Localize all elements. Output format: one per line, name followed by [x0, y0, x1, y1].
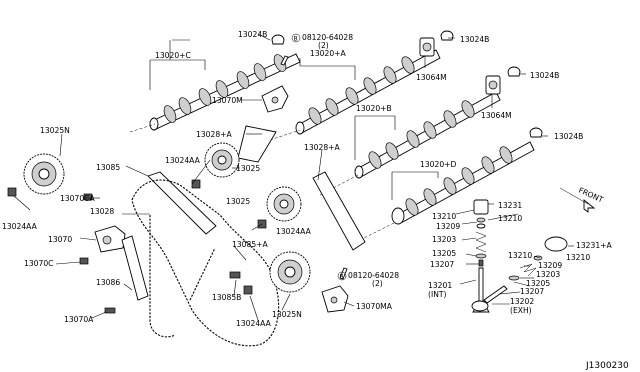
label-sprocket-3: 13025: [226, 197, 250, 206]
sprocket-13025N-left: [23, 153, 65, 195]
label-bolt-circle-1: B: [294, 36, 298, 43]
label-front: FRONT: [577, 186, 605, 205]
sprocket-13025-mid: [266, 186, 302, 222]
bracket-icon: [419, 37, 501, 95]
label-bracket-1: 13064M: [416, 73, 447, 82]
label-bolt-circle-2: B: [340, 274, 344, 281]
label-seal-4: 13210: [566, 253, 590, 262]
label-guide-3: 13028: [90, 207, 114, 216]
label-cam-low-right: 13020+D: [420, 160, 457, 169]
label-cap-1: 13024B: [238, 30, 267, 39]
label-bracket-2: 13064M: [481, 111, 512, 120]
timing-chain: [131, 179, 280, 347]
label-guide-2: 13028+A: [304, 143, 341, 152]
label-slack-guide: 13086: [96, 278, 120, 287]
label-seal-2: 13210: [498, 214, 522, 223]
label-bolt-1: 08120-64028: [302, 33, 353, 42]
label-cap-3: 13024B: [530, 71, 559, 80]
label-lifter-2: 13231+A: [576, 241, 613, 250]
tensioner-icon: [94, 225, 149, 314]
label-retainer-2: 13203: [536, 270, 560, 279]
label-bolt-c: 13024AA: [276, 227, 312, 236]
label-lifter-1: 13231: [498, 201, 522, 210]
camshaft-top-right: [295, 49, 441, 135]
label-sprocket-1: 13025N: [40, 126, 70, 135]
chain-guide-icon: [147, 125, 366, 251]
label-valve-exh: 13202: [510, 297, 534, 306]
valvetrain-exh: [471, 236, 568, 312]
label-chain-2: 13085+A: [232, 240, 269, 249]
cam-cap-icon: [271, 30, 543, 138]
sprocket-13025-top: [204, 142, 240, 178]
label-tensioner: 13070: [48, 235, 72, 244]
label-bolt-1-qty: (2): [318, 41, 329, 50]
label-tensioner-a: 13070A: [64, 315, 94, 324]
label-spring-1: 13209: [436, 222, 460, 231]
cam-sensor-icon: [261, 85, 349, 313]
label-bolt-2: 08120-64028: [348, 271, 399, 280]
label-sensor-1: 13070M: [212, 96, 243, 105]
label-cap-4: 13024B: [554, 132, 583, 141]
label-seat-1: 13205: [432, 249, 456, 258]
label-cam-top: 13020+C: [155, 51, 191, 60]
part-labels: 13024B B 08120-64028 (2) 13020+C 13020+A…: [2, 30, 629, 371]
label-tensioner-ca: 13070CA: [60, 194, 95, 203]
label-valve-int-tag: (INT): [428, 290, 447, 299]
label-spring-2: 13209: [538, 261, 562, 270]
label-keeper-1: 13207: [430, 260, 454, 269]
label-chain: 13085: [96, 163, 120, 172]
label-cam-mid-right: 13020+B: [356, 104, 392, 113]
camshaft-low-right: [391, 141, 535, 225]
label-seal-3: 13210: [508, 251, 532, 260]
label-seal-1: 13210: [432, 212, 456, 221]
sprocket-13025N-bottom: [269, 251, 311, 293]
label-tensioner-c: 13070C: [24, 259, 53, 268]
label-bolt-a: 13024AA: [165, 156, 201, 165]
label-chain-3: 13085B: [212, 293, 241, 302]
label-retainer-1: 13203: [432, 235, 456, 244]
label-seat-2: 13205: [526, 279, 550, 288]
label-cam-top-right: 13020+A: [310, 49, 347, 58]
bolt-icon: [280, 55, 348, 280]
front-arrow-icon: [559, 187, 596, 213]
label-valve-int: 13201: [428, 281, 452, 290]
label-bolt-d: 13024AA: [236, 319, 272, 328]
label-sprocket-4: 13025N: [272, 310, 302, 319]
label-bolt-2-qty: (2): [372, 279, 383, 288]
label-sensor-2: 13070MA: [356, 302, 393, 311]
diagram-id: J1300230: [585, 361, 629, 371]
camshaft-top-left: [149, 53, 301, 131]
label-bolt-b: 13024AA: [2, 222, 38, 231]
label-cap-2: 13024B: [460, 35, 489, 44]
label-valve-exh-tag: (EXH): [510, 306, 532, 315]
label-guide-1: 13028+A: [196, 130, 233, 139]
label-keeper-2: 13207: [520, 287, 544, 296]
label-sprocket-2: 13025: [236, 164, 260, 173]
